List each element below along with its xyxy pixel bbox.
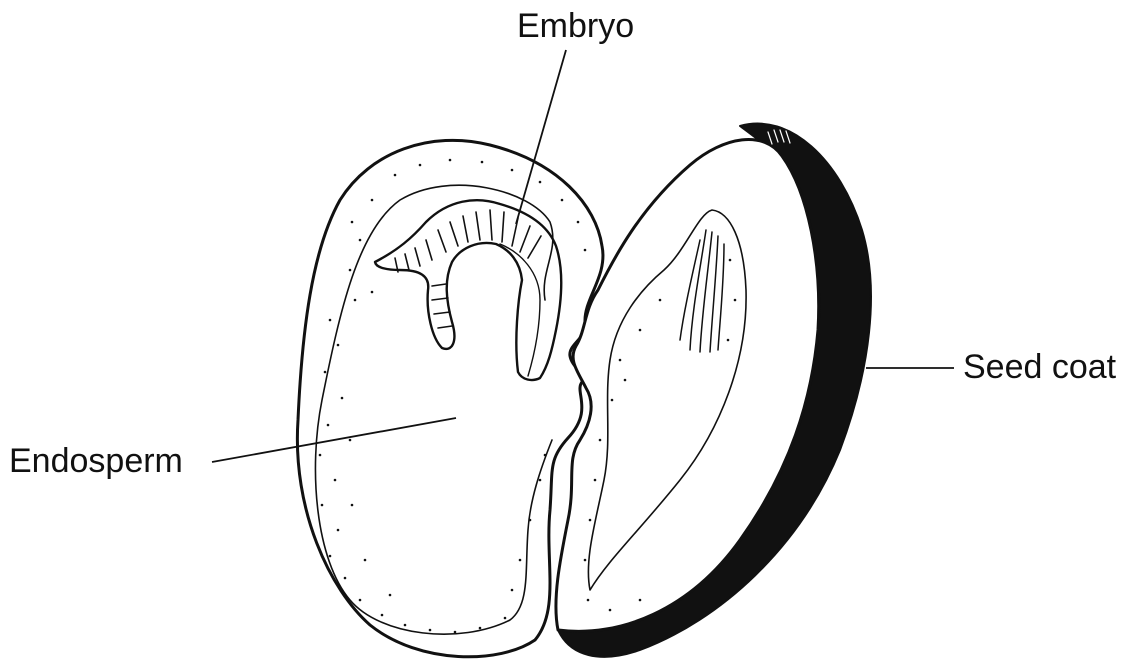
- right-seed-half: [556, 124, 871, 657]
- seed-coat-label: Seed coat: [963, 350, 1116, 384]
- endosperm-leader-line: [212, 418, 456, 462]
- embryo-label: Embryo: [517, 9, 634, 43]
- right-half-outline: [556, 139, 819, 631]
- embryo-inner-line: [500, 244, 540, 376]
- endosperm-label: Endosperm: [9, 444, 183, 478]
- endosperm-inner-outline: [315, 185, 552, 634]
- embryo-leader-line: [516, 50, 566, 224]
